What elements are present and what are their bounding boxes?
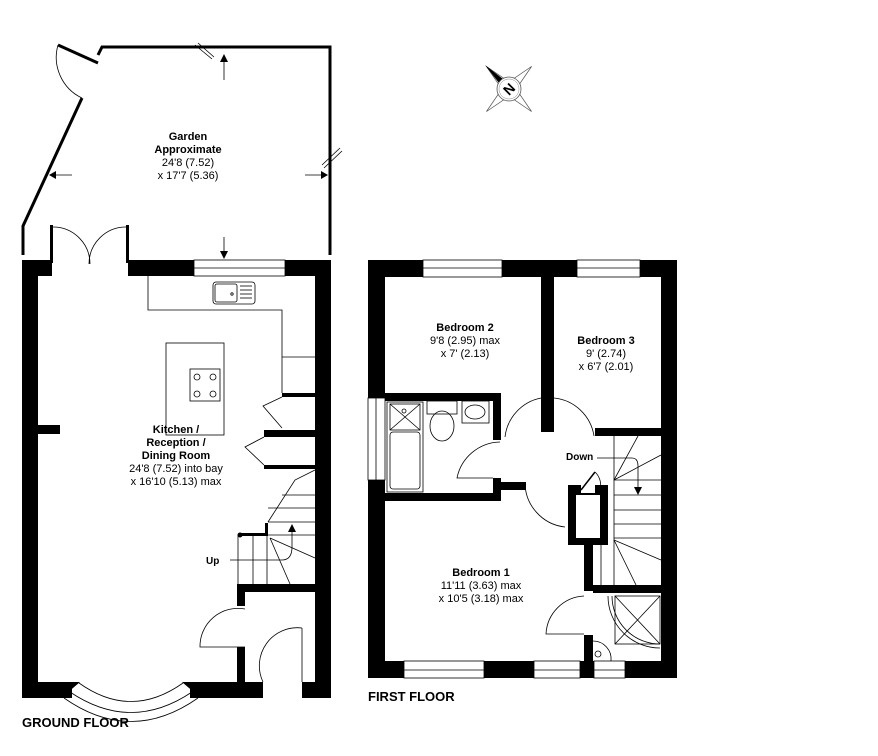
garden-outline [21, 42, 343, 259]
room-dimension: x 16'10 (5.13) max [130, 476, 222, 488]
room-name: Bedroom 1 [452, 567, 510, 579]
room-dimension: x 10'5 (3.18) max [438, 593, 524, 605]
ground-floor-stairs [230, 469, 316, 585]
room-dimension: 11'11 (3.63) max [440, 580, 522, 592]
room-label-kitchen: Kitchen / Reception / Dining Room 24'8 (… [129, 424, 223, 489]
first-floor-title: FIRST FLOOR [368, 689, 455, 704]
bathroom-fixtures [386, 400, 661, 662]
room-dimension: 9' (2.74) [585, 348, 626, 360]
room-name: Reception / [146, 437, 206, 449]
room-label-bedroom-3: Bedroom 3 9' (2.74) x 6'7 (2.01) [577, 335, 634, 374]
compass-rose-icon: N [485, 65, 532, 112]
room-dimension: 24'8 (7.52) into bay [129, 463, 223, 475]
room-name: Bedroom 3 [577, 335, 635, 347]
room-dimension: 9'8 (2.95) max [430, 335, 500, 347]
first-floor-walls [367, 259, 677, 679]
room-name: Kitchen / [152, 424, 200, 436]
room-name: Approximate [154, 144, 222, 156]
room-dimension: x 6'7 (2.01) [578, 361, 634, 373]
room-dimension: x 7' (2.13) [440, 348, 490, 360]
room-dimension: 24'8 (7.52) [161, 157, 215, 169]
room-label-bedroom-1: Bedroom 1 11'11 (3.63) max x 10'5 (3.18)… [439, 567, 524, 606]
room-name: Garden [168, 131, 208, 143]
room-name: Dining Room [141, 450, 211, 462]
stairs-down-label: Down [566, 452, 594, 463]
ground-floor-walls [22, 225, 331, 722]
room-dimension: x 17'7 (5.36) [157, 170, 219, 182]
first-floor-stairs [597, 435, 662, 586]
stairs-up-label: Up [206, 556, 220, 567]
room-label-bedroom-2: Bedroom 2 9'8 (2.95) max x 7' (2.13) [430, 322, 500, 361]
room-label-garden: Garden Approximate 24'8 (7.52) x 17'7 (5… [154, 131, 221, 183]
ground-floor-title: GROUND FLOOR [22, 715, 129, 730]
room-name: Bedroom 2 [436, 322, 494, 334]
